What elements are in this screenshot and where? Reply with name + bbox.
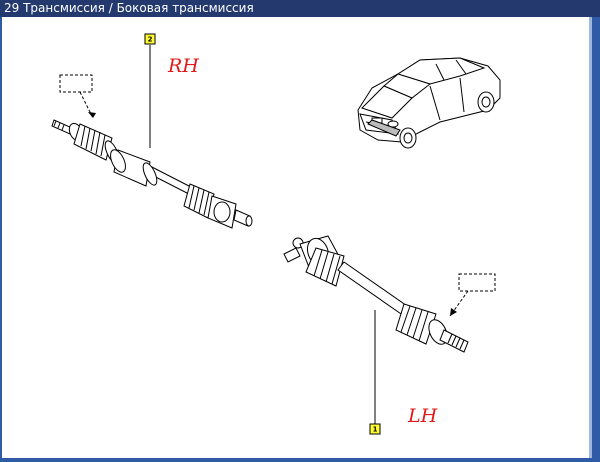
callout-marker-1[interactable]: 1 — [369, 423, 381, 435]
callout-number-2: 2 — [148, 36, 153, 44]
window-frame-bottom — [0, 458, 600, 462]
callout-marker-2[interactable]: 2 — [144, 33, 156, 45]
callout-number-1: 1 — [373, 426, 378, 434]
annotation-lh: LH — [407, 405, 438, 427]
rh-drive-shaft[interactable] — [51, 119, 253, 229]
window-title: 29 Трансмиссия / Боковая трансмиссия — [0, 0, 600, 17]
lh-dashed-reference-box — [449, 273, 496, 317]
window-frame-right-inner — [589, 17, 592, 458]
parts-diagram: 2 1 RH LH — [51, 33, 501, 435]
window-frame-left — [0, 17, 2, 462]
lh-drive-shaft[interactable] — [283, 235, 469, 353]
annotation-rh: RH — [167, 55, 199, 77]
car-sketch — [357, 57, 501, 149]
window-frame-right — [592, 17, 600, 462]
rh-dashed-reference-box — [59, 74, 96, 119]
